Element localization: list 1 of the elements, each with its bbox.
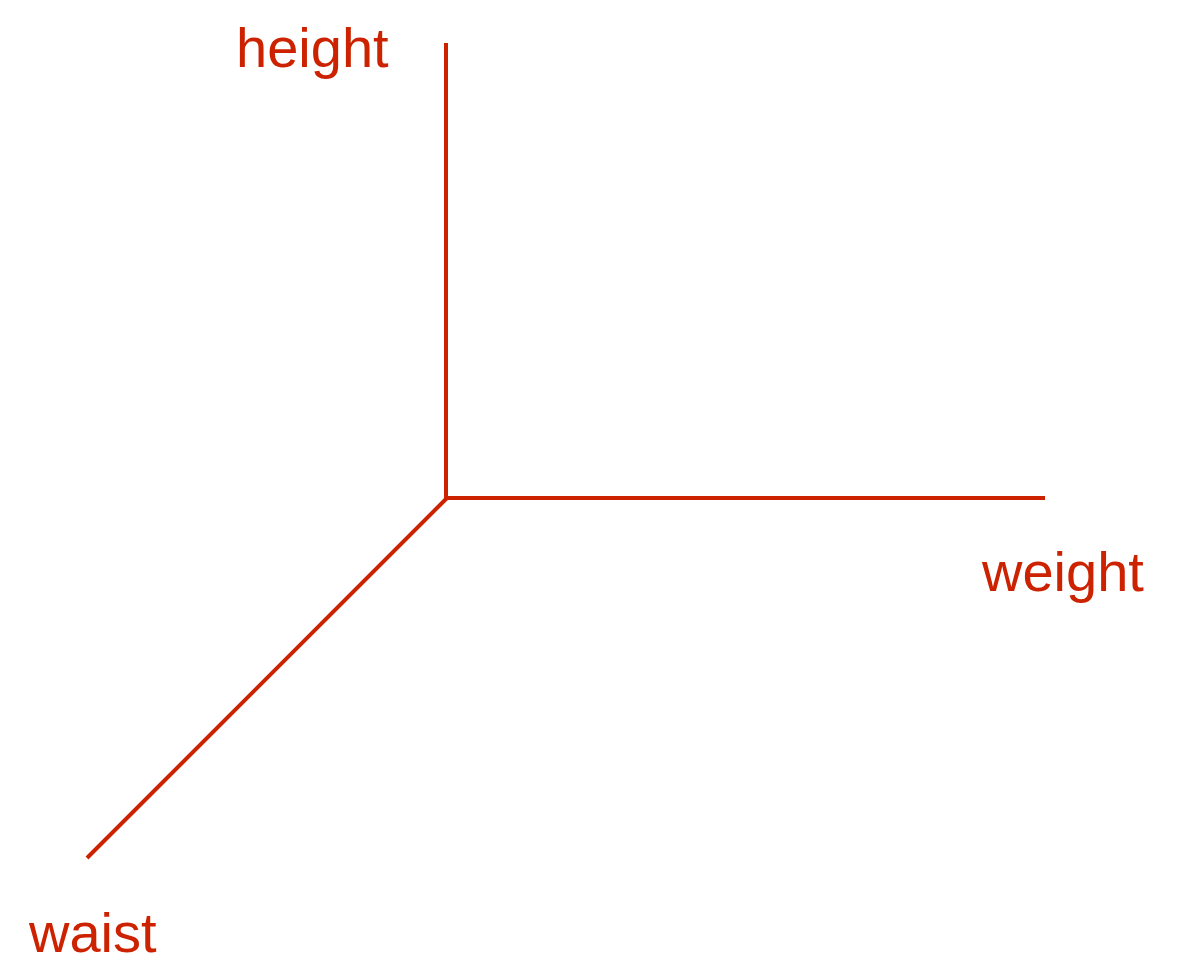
axis-label: waist (29, 905, 157, 961)
